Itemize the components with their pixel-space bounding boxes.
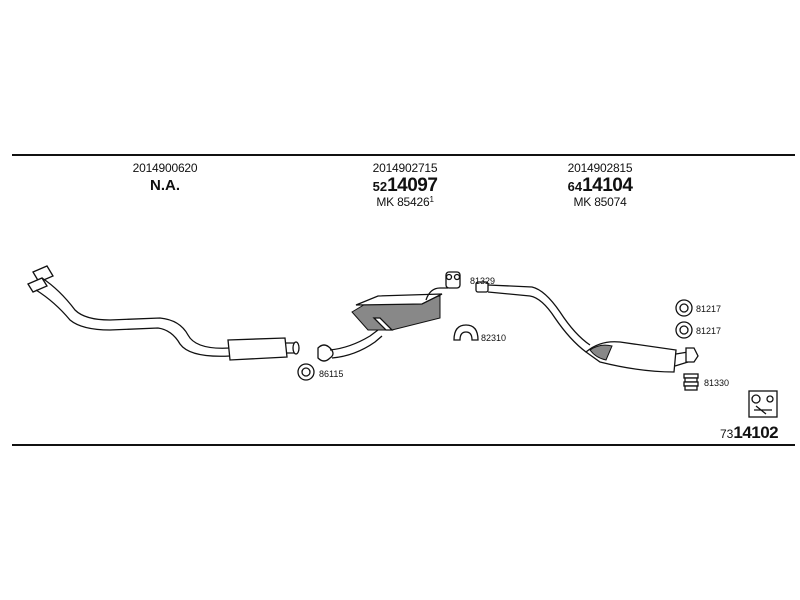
kit-prefix: 73 — [720, 427, 734, 441]
top-divider — [12, 154, 795, 156]
mk-number: 85074 — [594, 195, 627, 209]
label-81330: 81330 — [704, 378, 730, 388]
oem-number-middle-silencer: 2014902715 — [372, 161, 438, 175]
label-81329: 81329 — [470, 276, 496, 286]
mk-number-middle-silencer: MK 854261 — [355, 195, 455, 209]
part-main-number: 14097 — [387, 175, 438, 196]
ring-81217-b — [675, 321, 693, 339]
mk-number-rear-silencer: MK 85074 — [550, 196, 650, 208]
part-main-number: 14104 — [582, 175, 633, 196]
hanger-81329 — [445, 271, 461, 289]
kit-main-number: 14102 — [733, 423, 779, 442]
oem-number-rear-silencer: 2014902815 — [567, 161, 633, 175]
bottom-divider — [12, 444, 795, 446]
part-prefix: 64 — [567, 179, 583, 194]
mk-number: 85426 — [397, 195, 430, 209]
label-86115: 86115 — [319, 369, 344, 379]
mk-label: MK — [573, 195, 592, 209]
front-pipe — [27, 265, 300, 361]
mk-superscript: 1 — [429, 195, 434, 204]
label-82310: 82310 — [481, 333, 507, 343]
part-number-middle-silencer: 5214097 — [355, 176, 455, 195]
middle-silencer — [317, 287, 448, 362]
oem-number-front-pipe: 2014900620 — [132, 161, 198, 175]
part-prefix: 52 — [372, 179, 388, 194]
mk-label: MK — [376, 195, 394, 209]
kit-number: 7314102 — [720, 424, 800, 442]
front-pipe-na-label: N.A. — [150, 177, 180, 194]
mounting-kit-icon — [748, 390, 778, 418]
clamp-82310 — [453, 324, 479, 341]
label-81217-a: 81217 — [696, 304, 722, 314]
ring-81217-a — [675, 299, 693, 317]
gasket-86115 — [297, 363, 315, 381]
mount-81330 — [683, 373, 699, 391]
label-81217-b: 81217 — [696, 326, 722, 336]
rear-silencer — [475, 281, 699, 373]
part-number-rear-silencer: 6414104 — [550, 176, 650, 195]
